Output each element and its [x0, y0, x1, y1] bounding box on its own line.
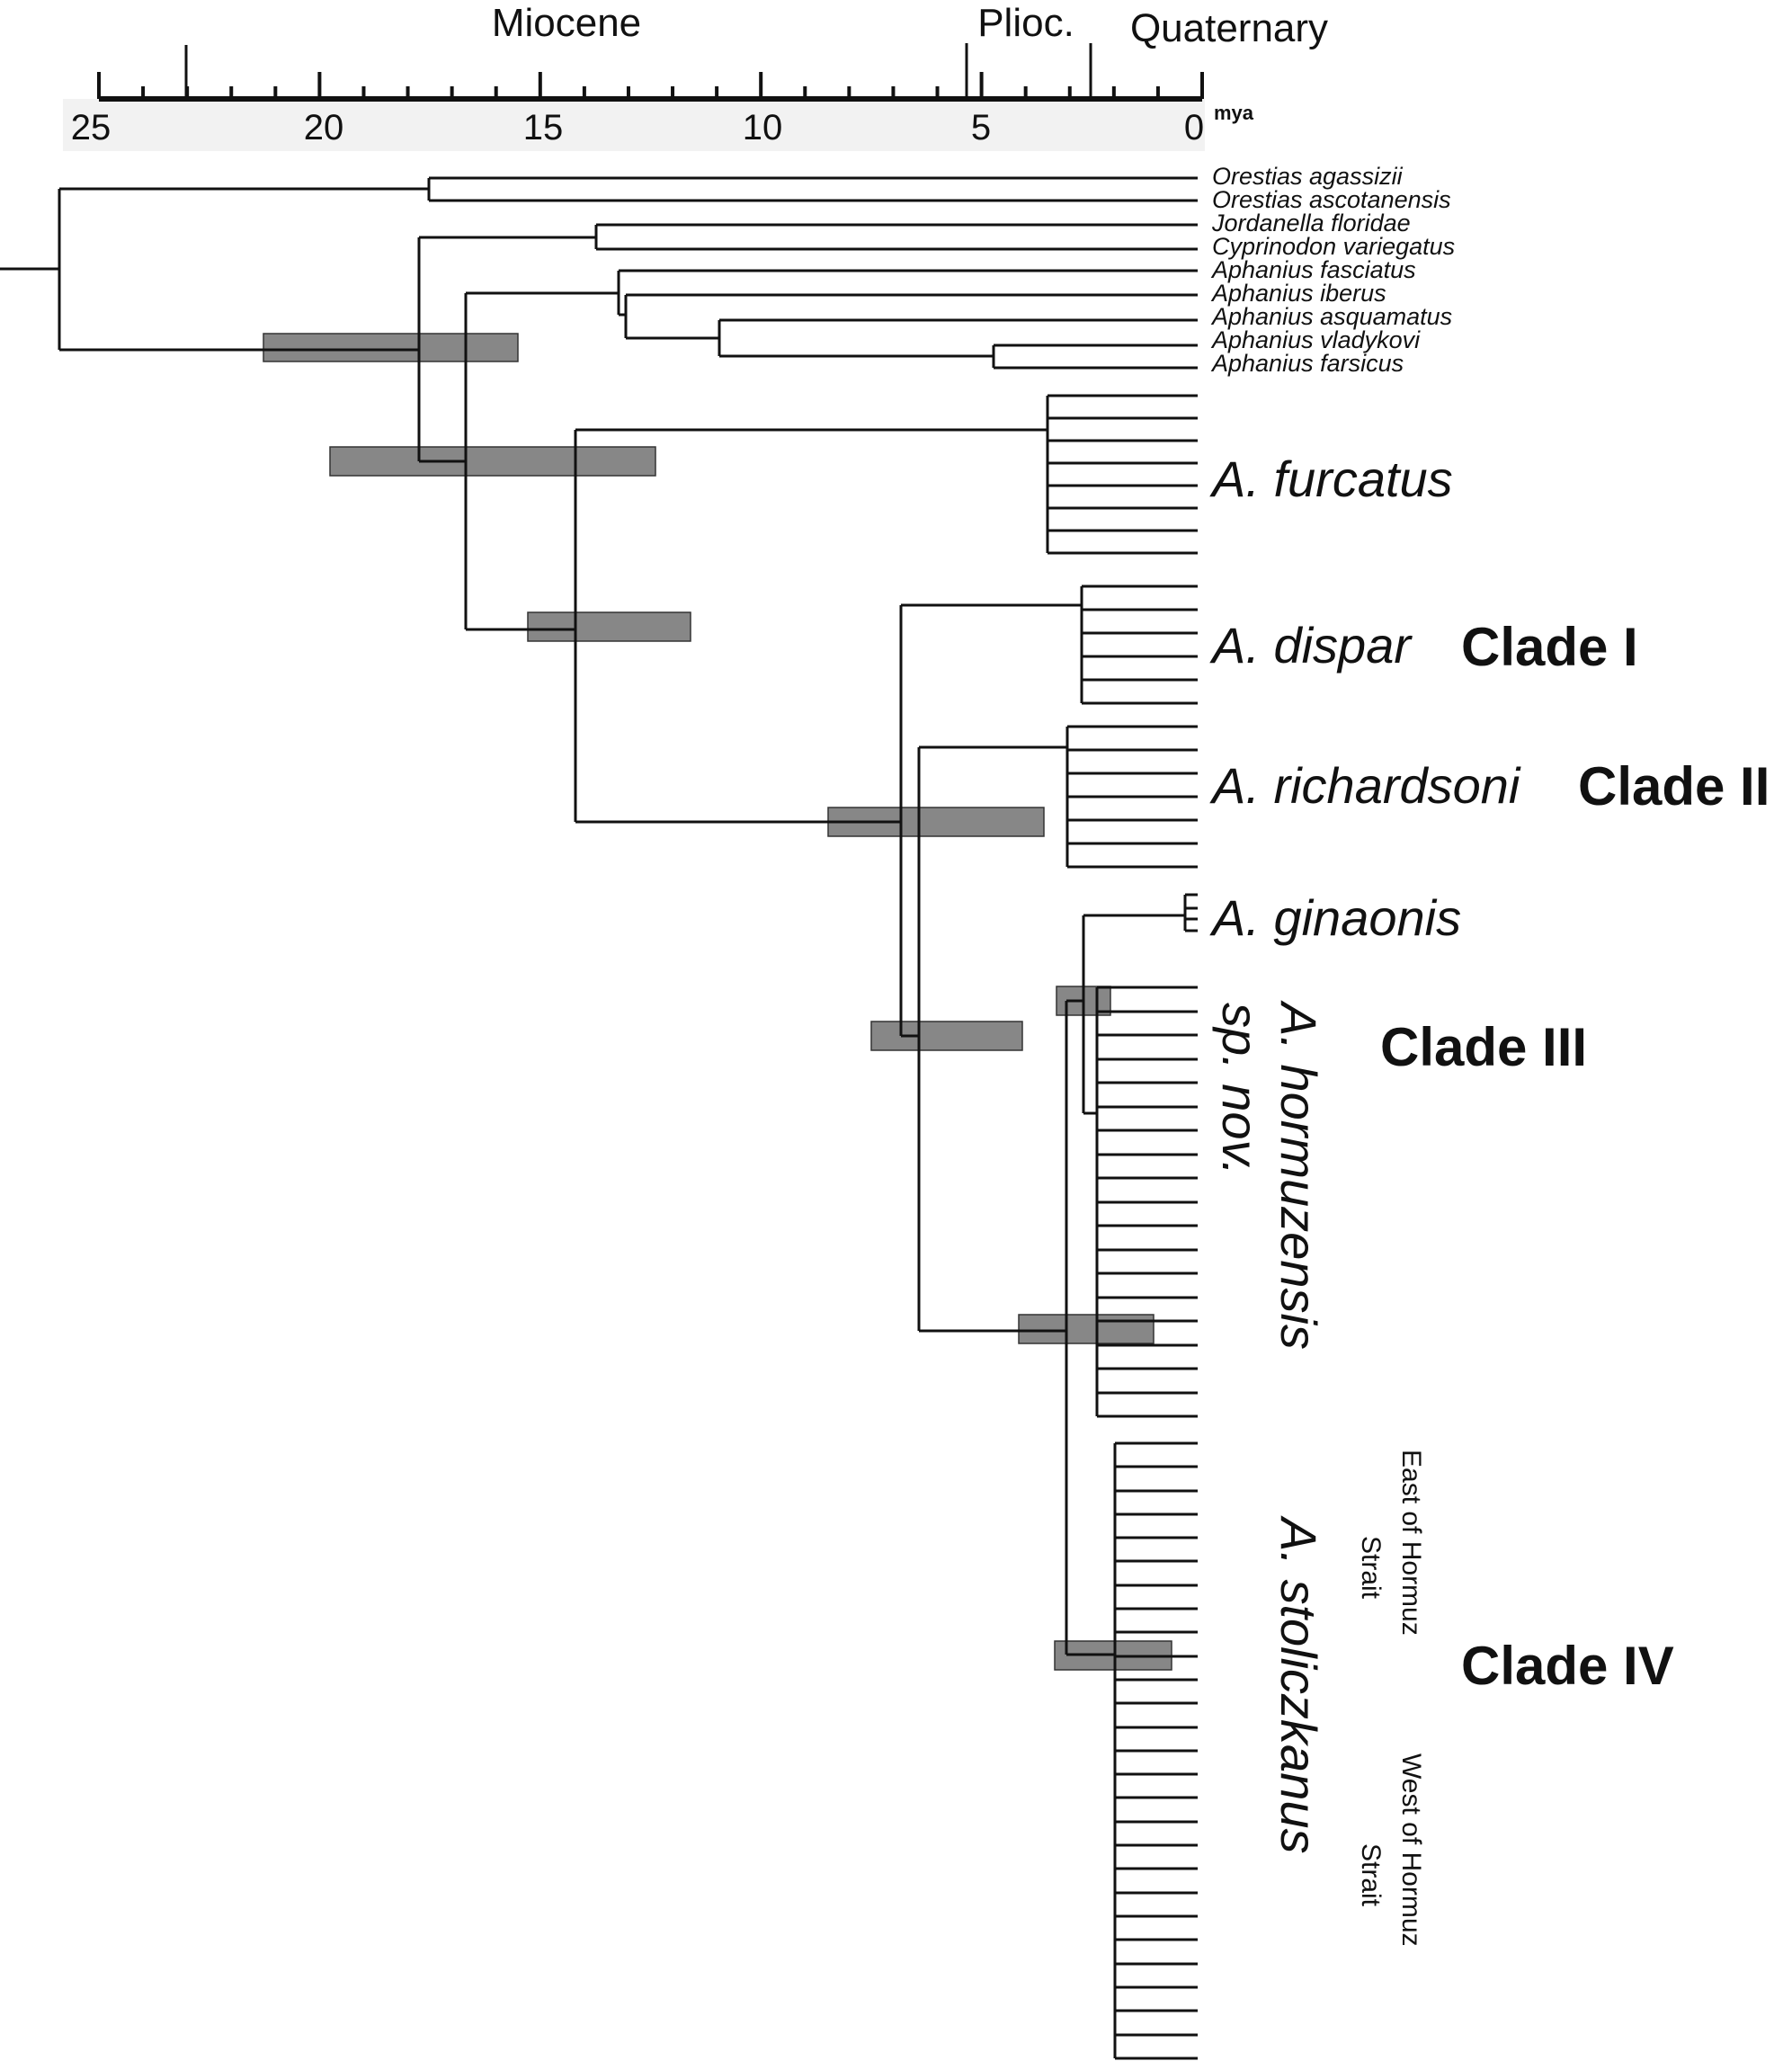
species-label-furcatus: A. furcatus	[1209, 451, 1453, 507]
region-label-east-1: East of Hormuz	[1396, 1450, 1426, 1636]
hpd-bar-clade-iii-iv	[1018, 1314, 1155, 1344]
taxon-label: Cyprinodon variegatus	[1212, 233, 1455, 260]
tick-label-10: 10	[743, 108, 783, 147]
species-label-hormuzensis: A. hormuzensis	[1270, 1000, 1327, 1350]
species-label-stoliczkanus: A. stoliczkanus	[1270, 1515, 1327, 1854]
taxon-label: Aphanius iberus	[1210, 280, 1386, 307]
tick-label-20: 20	[304, 108, 344, 147]
clade-label-i: Clade I	[1461, 617, 1638, 677]
species-labels: A. furcatus A. dispar A. richardsoni A. …	[1209, 451, 1521, 1854]
region-labels: East of Hormuz Strait West of Hormuz Str…	[1356, 1450, 1426, 1947]
axis-ticks	[97, 72, 1204, 99]
region-label-west-2: Strait	[1356, 1843, 1386, 1907]
hpd-bar-iranian-root	[329, 446, 656, 477]
species-label-dispar: A. dispar	[1209, 617, 1413, 674]
epoch-quaternary: Quaternary	[1130, 6, 1328, 50]
species-label-hormuzensis-sp-nov: sp. nov.	[1212, 1003, 1269, 1175]
hpd-bar-aphanius-root	[263, 333, 519, 362]
species-label-richardsoni: A. richardsoni	[1209, 757, 1521, 814]
taxon-label: Aphanius vladykovi	[1210, 326, 1421, 353]
tick-label-0: 0	[1184, 108, 1204, 147]
taxon-label: Aphanius asquamatus	[1210, 303, 1452, 330]
outgroup-labels: Orestias agassizii Orestias ascotanensis…	[1210, 163, 1455, 377]
hpd-bar-furcatus-split	[527, 611, 691, 642]
axis-unit-label: mya	[1214, 102, 1254, 124]
clade-label-iii: Clade III	[1380, 1017, 1587, 1077]
tick-label-25: 25	[71, 108, 111, 147]
taxon-label: Jordanella floridae	[1211, 210, 1411, 236]
tick-label-5: 5	[971, 108, 991, 147]
hpd-bars	[263, 333, 1172, 1671]
taxon-label: Orestias agassizii	[1212, 163, 1404, 190]
hpd-bar-clade-ii-iii	[870, 1021, 1023, 1051]
clade-label-ii: Clade II	[1578, 756, 1770, 816]
clade-labels: Clade I Clade II Clade III Clade IV	[1380, 617, 1770, 1696]
epoch-miocene: Miocene	[492, 1, 641, 45]
region-label-east-2: Strait	[1356, 1536, 1386, 1600]
region-label-west-1: West of Hormuz	[1396, 1753, 1426, 1947]
tick-label-15: 15	[523, 108, 564, 147]
timescale: Miocene Plioc. Quaternary 25 20 15 10 5 …	[63, 1, 1328, 151]
taxon-label: Aphanius farsicus	[1210, 350, 1404, 377]
taxon-label: Aphanius fasciatus	[1210, 256, 1416, 283]
clade-label-iv: Clade IV	[1461, 1636, 1674, 1696]
species-label-ginaonis: A. ginaonis	[1209, 889, 1461, 946]
phylogenetic-tree	[0, 176, 1198, 2060]
tick-label-band	[63, 99, 1205, 151]
epoch-pliocene: Plioc.	[977, 1, 1074, 45]
taxon-label: Orestias ascotanensis	[1212, 186, 1451, 213]
